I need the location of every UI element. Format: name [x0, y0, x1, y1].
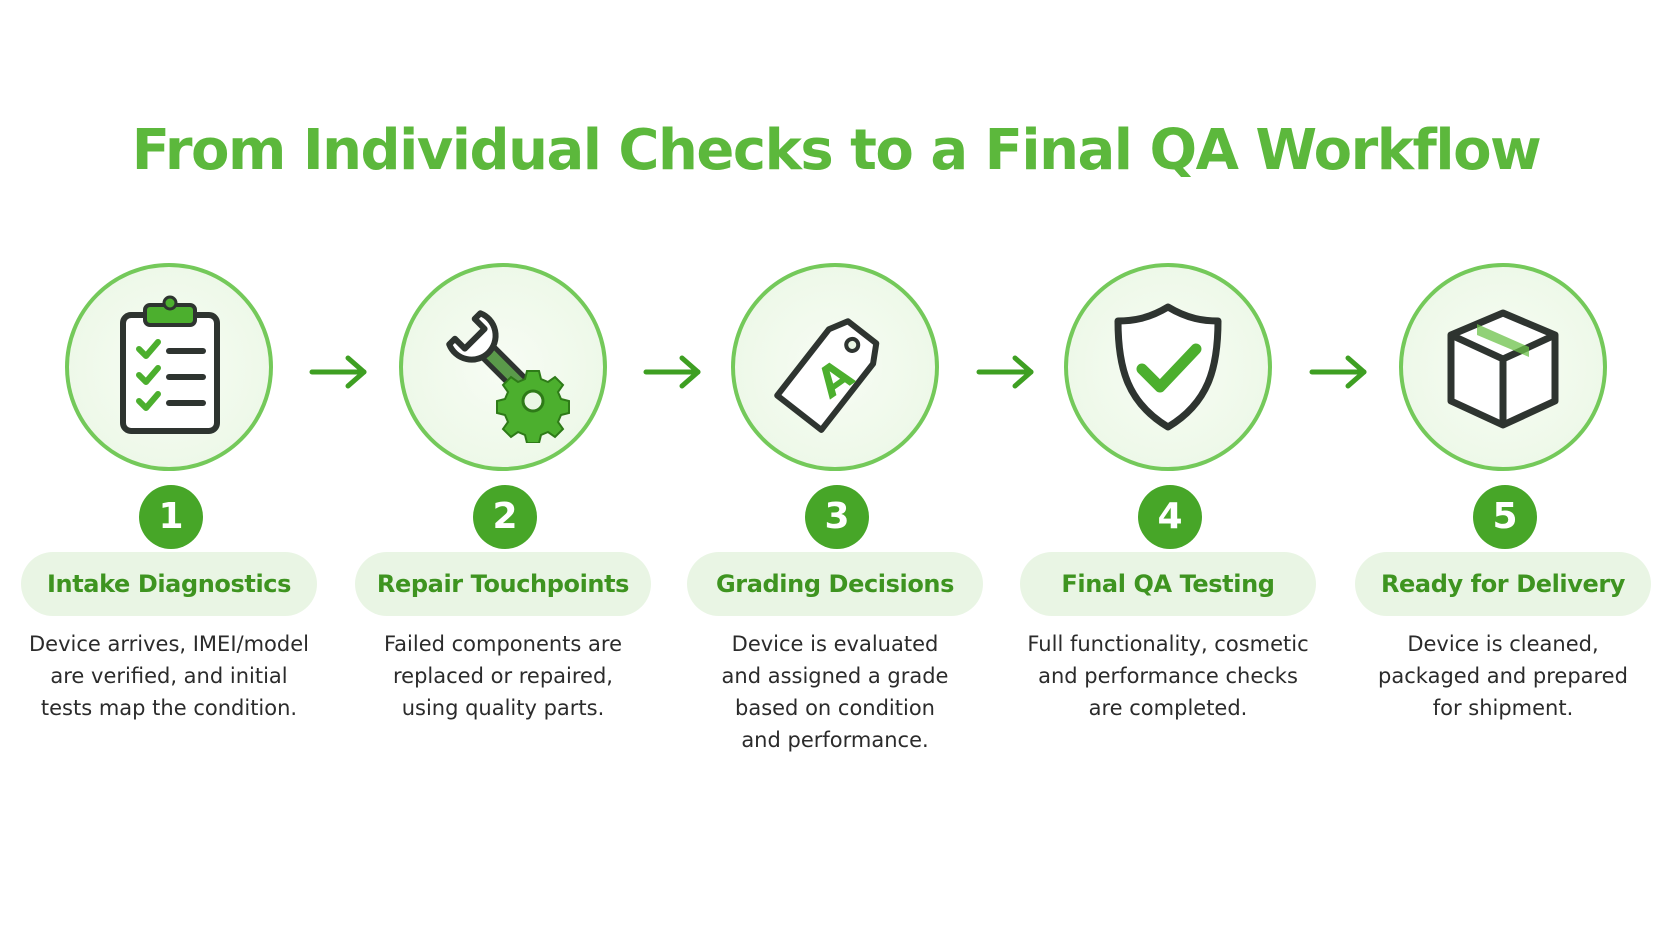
arrow-right-icon — [976, 355, 1034, 389]
step-label: Intake Diagnostics — [21, 552, 317, 616]
step-number-badge: 1 — [139, 485, 203, 549]
description-line: Full functionality, cosmetic — [1027, 632, 1309, 656]
description-line: Failed components are — [384, 632, 622, 656]
description-line: and assigned a grade — [721, 664, 949, 688]
step-label: Ready for Delivery — [1355, 552, 1651, 616]
arrow-right-icon — [1309, 355, 1367, 389]
arrow-right-icon — [309, 355, 367, 389]
description-line: tests map the condition. — [40, 696, 298, 720]
package-box-icon — [1447, 309, 1559, 429]
step-icon-circle — [65, 263, 273, 471]
description-line: Device is cleaned, — [1407, 632, 1599, 656]
step-icon-circle — [1064, 263, 1272, 471]
step-number-badge: 4 — [1138, 485, 1202, 549]
description-line: for shipment. — [1432, 696, 1574, 720]
step-final-qa-testing: 4 Final QA Testing Full functionality, c… — [1011, 0, 1331, 940]
description-line: Device arrives, IMEI/model — [29, 632, 309, 656]
shield-check-icon — [1114, 303, 1222, 431]
step-number-badge: 5 — [1473, 485, 1537, 549]
step-repair-touchpoints: 2 Repair Touchpoints Failed components a… — [346, 0, 666, 940]
description-line: are completed. — [1088, 696, 1248, 720]
arrow-right-icon — [643, 355, 701, 389]
step-description: Device is evaluated and assigned a grade… — [682, 628, 988, 756]
step-label: Repair Touchpoints — [355, 552, 651, 616]
page-title: From Individual Checks to a Final QA Wor… — [131, 118, 1542, 183]
description-line: based on condition — [735, 696, 935, 720]
step-description: Device is cleaned, packaged and prepared… — [1350, 628, 1656, 724]
step-number-badge: 2 — [473, 485, 537, 549]
step-description: Failed components are replaced or repair… — [350, 628, 656, 724]
step-label: Final QA Testing — [1020, 552, 1316, 616]
description-line: and performance checks — [1038, 664, 1298, 688]
step-icon-circle — [399, 263, 607, 471]
step-description: Full functionality, cosmetic and perform… — [1015, 628, 1321, 724]
step-description: Device arrives, IMEI/model are verified,… — [16, 628, 322, 724]
description-line: using quality parts. — [401, 696, 605, 720]
grade-tag-icon: A — [774, 318, 880, 433]
step-number-badge: 3 — [805, 485, 869, 549]
description-line: Device is evaluated — [731, 632, 939, 656]
step-ready-for-delivery: 5 Ready for Delivery Device is cleaned, … — [1346, 0, 1666, 940]
step-icon-circle: A — [731, 263, 939, 471]
step-label: Grading Decisions — [687, 552, 983, 616]
clipboard-checklist-icon — [120, 295, 220, 434]
wrench-gear-icon — [446, 310, 570, 443]
description-line: are verified, and initial — [50, 664, 288, 688]
description-line: packaged and prepared — [1378, 664, 1628, 688]
step-intake-diagnostics: 1 Intake Diagnostics Device arrives, IME… — [12, 0, 332, 940]
step-grading-decisions: A 3 Grading Decisions Device is evaluate… — [678, 0, 998, 940]
step-icon-circle — [1399, 263, 1607, 471]
description-line: replaced or repaired, — [393, 664, 613, 688]
description-line: and performance. — [741, 728, 929, 752]
